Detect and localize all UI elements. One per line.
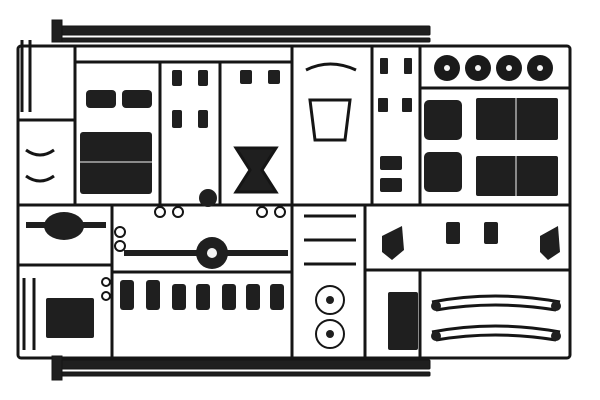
chassis-rail-icon <box>51 19 431 381</box>
wheel-disc-icon <box>434 55 553 81</box>
axle-icon <box>26 189 288 269</box>
sprue-runner-frame <box>16 44 572 360</box>
leaf-spring-icon <box>431 294 561 342</box>
shock-absorber-icon <box>120 280 284 310</box>
fuel-tank-icon <box>46 98 558 350</box>
